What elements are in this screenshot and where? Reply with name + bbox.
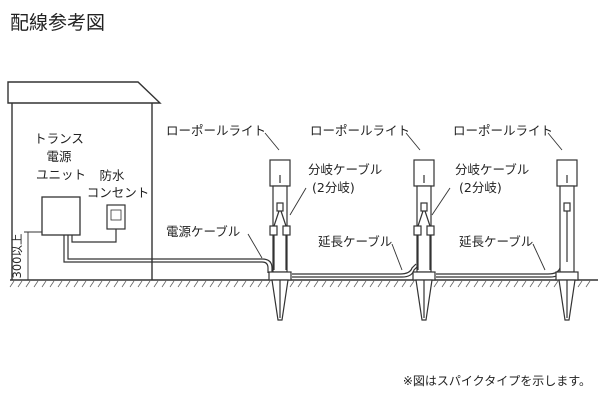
light-pole-2: [412, 159, 436, 321]
footnote: ※図はスパイクタイプを示します。: [403, 374, 591, 388]
light-1-label: ローポールライト: [166, 123, 266, 138]
light-pole-1: [268, 159, 292, 321]
height-label: 300以上: [10, 234, 24, 279]
light-3-label: ローポールライト: [453, 123, 553, 138]
extension-cable-2-label: 延長ケーブル: [459, 234, 533, 249]
light-pole-2-branch-connector: [413, 210, 435, 270]
leader-lines: [247, 132, 563, 271]
transformer-label: トランス 電源 ユニット: [34, 131, 88, 182]
ground: [9, 279, 598, 288]
extension-cable-2: [436, 261, 566, 278]
light-pole-3: [555, 159, 579, 321]
diagram-title: 配線参考図: [10, 12, 105, 34]
power-cable-label: 電源ケーブル: [166, 224, 240, 239]
extension-cable-1-label: 延長ケーブル: [318, 234, 392, 249]
transformer-box: [41, 196, 81, 236]
height-dimension: [24, 231, 46, 281]
house: [7, 81, 162, 280]
light-2-label: ローポールライト: [310, 123, 410, 138]
outlet-cord: [71, 229, 117, 243]
branch-cable-2-label: 分岐ケーブル (2分岐): [455, 162, 533, 195]
branch-cable-1-label: 分岐ケーブル (2分岐): [308, 162, 386, 195]
power-cable: [63, 235, 273, 273]
outlet-socket: [110, 209, 122, 221]
outlet-box: [106, 204, 126, 230]
extension-cable-1: [292, 263, 419, 278]
outlet-label: 防水 コンセント: [87, 168, 150, 200]
light-pole-1-branch-connector: [269, 210, 291, 270]
